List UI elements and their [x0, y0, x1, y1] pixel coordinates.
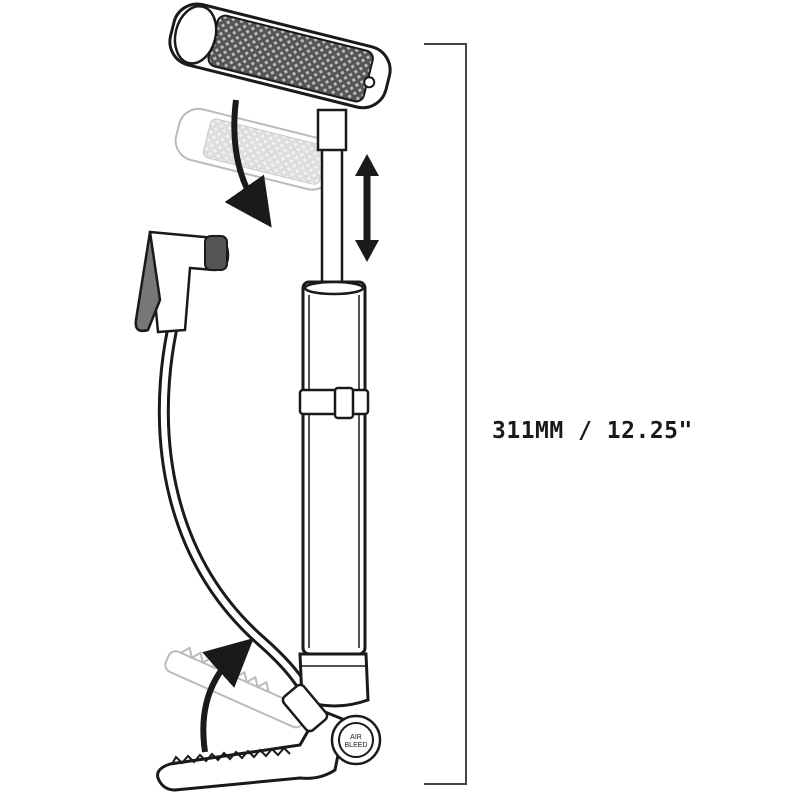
hose-clip: [298, 386, 370, 420]
pump-foot: [156, 683, 347, 792]
pump-handle: [168, 2, 392, 110]
air-bleed-label-line1: AIR: [350, 734, 362, 741]
hose: [157, 324, 311, 696]
head-lever: [134, 231, 162, 333]
shaft-collar: [316, 108, 348, 152]
pump-head: [134, 230, 230, 334]
dimension-bracket: [424, 43, 467, 785]
rotate-arrow-foot-icon: [200, 637, 254, 753]
pump-barrel: [298, 280, 370, 708]
foot-ghost: [164, 646, 308, 729]
air-bleed-button: AIR BLEED: [330, 714, 382, 766]
dimension-label: 311MM / 12.25": [492, 418, 693, 444]
handle-screw: [363, 76, 376, 89]
head-valve-cap: [204, 235, 228, 271]
rotate-arrow-handle-icon: [224, 99, 272, 228]
handle-ghost: [174, 107, 337, 191]
hose-connector: [281, 683, 329, 733]
air-bleed-label-line2: BLEED: [345, 742, 368, 749]
handle-end-cap: [173, 5, 218, 65]
foot-treads: [171, 746, 291, 765]
double-arrow-icon: [355, 154, 379, 262]
